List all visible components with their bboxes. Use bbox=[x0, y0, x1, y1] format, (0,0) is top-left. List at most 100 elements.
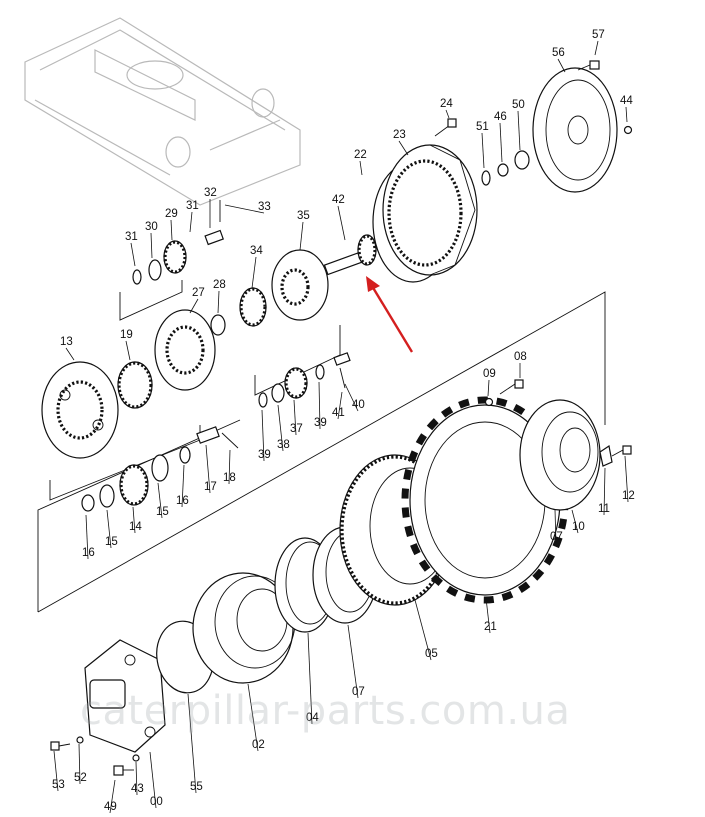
callout-37: 37 bbox=[290, 423, 303, 435]
leader-line-39 bbox=[261, 409, 265, 462]
leader-line-02 bbox=[247, 683, 259, 752]
leader-line-35 bbox=[299, 221, 304, 251]
planet-carrier-27 bbox=[154, 309, 216, 391]
leader-line-29 bbox=[170, 219, 173, 241]
leader-line-33 bbox=[224, 204, 265, 214]
callout-28: 28 bbox=[213, 279, 226, 291]
bearing-50 bbox=[514, 150, 530, 170]
gear-37 bbox=[284, 367, 308, 399]
callout-15: 15 bbox=[156, 506, 169, 518]
pin-17 bbox=[196, 426, 220, 444]
callout-30: 30 bbox=[145, 221, 158, 233]
leader-line-04 bbox=[307, 632, 313, 725]
leader-line-07 bbox=[554, 509, 557, 544]
planet-carrier-13 bbox=[41, 361, 119, 459]
leader-line-40 bbox=[344, 383, 359, 412]
leader-line-56 bbox=[557, 58, 566, 73]
callout-33: 33 bbox=[258, 201, 271, 213]
callout-16b: 16 bbox=[82, 547, 95, 559]
callout-51: 51 bbox=[476, 121, 489, 133]
callout-02: 02 bbox=[252, 739, 265, 751]
leader-line-28 bbox=[217, 290, 220, 314]
leader-line-10 bbox=[571, 509, 579, 534]
callout-14: 14 bbox=[129, 521, 142, 533]
callout-12: 12 bbox=[622, 490, 635, 502]
callout-00: 00 bbox=[150, 796, 163, 808]
bolt-53 bbox=[50, 741, 71, 751]
leader-line-07b bbox=[347, 624, 359, 699]
leader-line-30 bbox=[150, 232, 153, 259]
leader-line-16b bbox=[85, 514, 89, 560]
leader-line-16 bbox=[181, 464, 185, 508]
bolt-24 bbox=[434, 118, 457, 137]
pin-36 bbox=[333, 352, 351, 366]
callout-10: 10 bbox=[572, 521, 585, 533]
callout-07: 07 bbox=[550, 531, 563, 543]
washer-51 bbox=[481, 170, 491, 186]
callout-05: 05 bbox=[425, 648, 438, 660]
callout-34: 34 bbox=[250, 245, 263, 257]
callout-49: 49 bbox=[104, 801, 117, 813]
leader-line-55 bbox=[187, 693, 197, 794]
leader-line-37 bbox=[293, 399, 297, 436]
leader-line-50 bbox=[517, 110, 521, 151]
leader-line-19 bbox=[125, 340, 131, 361]
leader-line-13 bbox=[65, 347, 75, 361]
leader-line-11 bbox=[603, 467, 606, 516]
callout-24: 24 bbox=[440, 98, 453, 110]
callout-39b: 39 bbox=[314, 417, 327, 429]
leader-line-52 bbox=[78, 743, 81, 785]
leader-line-15 bbox=[157, 482, 163, 519]
callout-13: 13 bbox=[60, 336, 73, 348]
callout-31b: 31 bbox=[125, 231, 138, 243]
pin-41 bbox=[339, 367, 346, 389]
highlight-arrow bbox=[366, 276, 414, 353]
callout-23: 23 bbox=[393, 129, 406, 141]
leader-line-49 bbox=[109, 779, 116, 814]
plug-52 bbox=[76, 736, 84, 744]
hydraulic-motor bbox=[84, 639, 166, 753]
callout-29: 29 bbox=[165, 208, 178, 220]
bearing-carrier-10 bbox=[519, 399, 601, 511]
leader-line-44 bbox=[625, 106, 628, 123]
washer-28 bbox=[210, 314, 226, 336]
callout-15b: 15 bbox=[105, 536, 118, 548]
track-frame-illustration bbox=[24, 17, 301, 206]
plug-46 bbox=[497, 163, 509, 177]
bearing-38 bbox=[271, 383, 285, 403]
gear-34 bbox=[239, 287, 267, 327]
leader-line-21 bbox=[485, 597, 491, 634]
leader-line-24 bbox=[445, 109, 450, 119]
gear-14 bbox=[119, 464, 149, 506]
callout-09: 09 bbox=[483, 368, 496, 380]
callout-11: 11 bbox=[598, 503, 610, 515]
gear-29 bbox=[163, 240, 187, 274]
bolt-12 bbox=[611, 445, 632, 457]
callout-43: 43 bbox=[131, 783, 144, 795]
callout-31: 31 bbox=[186, 200, 199, 212]
callout-labels: 0002040507070809101112131415151616171819… bbox=[52, 29, 635, 814]
plug-44 bbox=[623, 125, 633, 135]
leader-line-41 bbox=[337, 391, 343, 420]
leader-line-27 bbox=[189, 298, 199, 314]
leader-line-23 bbox=[398, 140, 409, 156]
leader-line-22 bbox=[359, 160, 363, 176]
washer-39a bbox=[258, 392, 268, 408]
hub-housing-02 bbox=[192, 572, 296, 684]
callout-44: 44 bbox=[620, 95, 633, 107]
callout-55: 55 bbox=[190, 781, 203, 793]
leader-line-42 bbox=[337, 205, 346, 241]
leader-line-51 bbox=[481, 132, 485, 169]
callout-39: 39 bbox=[258, 449, 271, 461]
leader-line-31 bbox=[189, 211, 193, 233]
callout-17: 17 bbox=[204, 481, 217, 493]
callout-53: 53 bbox=[52, 779, 65, 791]
callout-21: 21 bbox=[484, 621, 497, 633]
callout-19: 19 bbox=[120, 329, 133, 341]
leader-line-18 bbox=[228, 449, 231, 485]
callout-57: 57 bbox=[592, 29, 605, 41]
leader-line-31b bbox=[130, 242, 136, 267]
leader-line-15b bbox=[106, 509, 112, 549]
leader-line-34 bbox=[251, 256, 257, 289]
